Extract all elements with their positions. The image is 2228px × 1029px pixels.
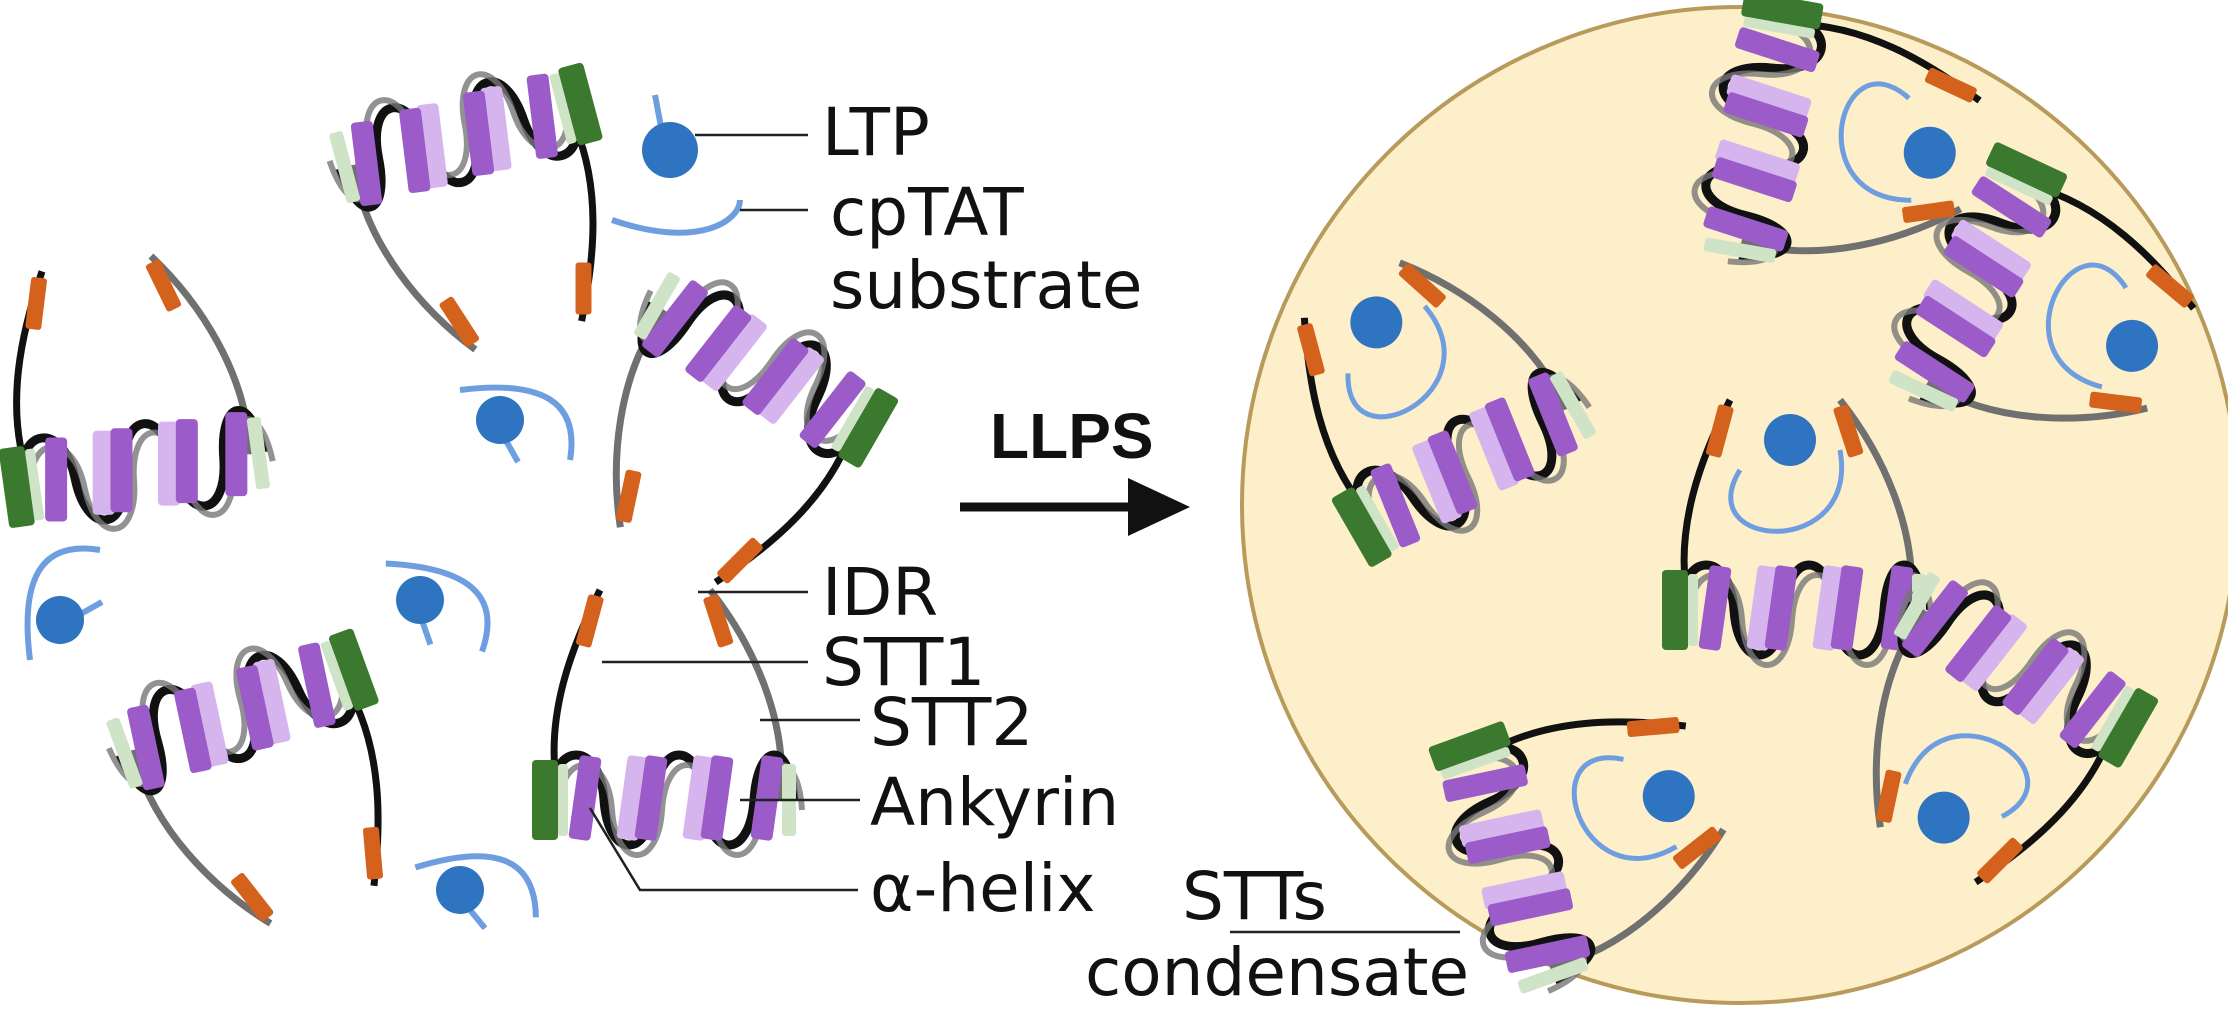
reference-substrate bbox=[611, 94, 743, 236]
label-ltp: LTP bbox=[822, 94, 930, 171]
free-substrate bbox=[415, 846, 538, 939]
free-substrate bbox=[460, 388, 572, 462]
label-stt2: STT2 bbox=[870, 684, 1034, 761]
label-llps: LLPS bbox=[990, 400, 1154, 472]
free-substrate bbox=[28, 548, 102, 660]
reference-complex bbox=[532, 590, 802, 855]
label-cptat: cpTAT bbox=[830, 174, 1024, 251]
free-complex bbox=[318, 48, 647, 374]
label-alpha-helix: α-helix bbox=[870, 850, 1096, 927]
leader-lines bbox=[588, 133, 1460, 934]
label-stts: STTs bbox=[1182, 858, 1327, 935]
llps-arrow bbox=[960, 478, 1190, 536]
free-substrate bbox=[373, 561, 496, 654]
label-ankyrin: Ankyrin bbox=[870, 764, 1120, 841]
free-complex bbox=[93, 614, 437, 955]
label-idr: IDR bbox=[822, 554, 939, 631]
label-stt1: STT1 bbox=[822, 624, 986, 701]
label-condensate: condensate bbox=[1085, 934, 1470, 1011]
free-complex bbox=[0, 243, 279, 543]
label-substrate: substrate bbox=[830, 247, 1143, 324]
